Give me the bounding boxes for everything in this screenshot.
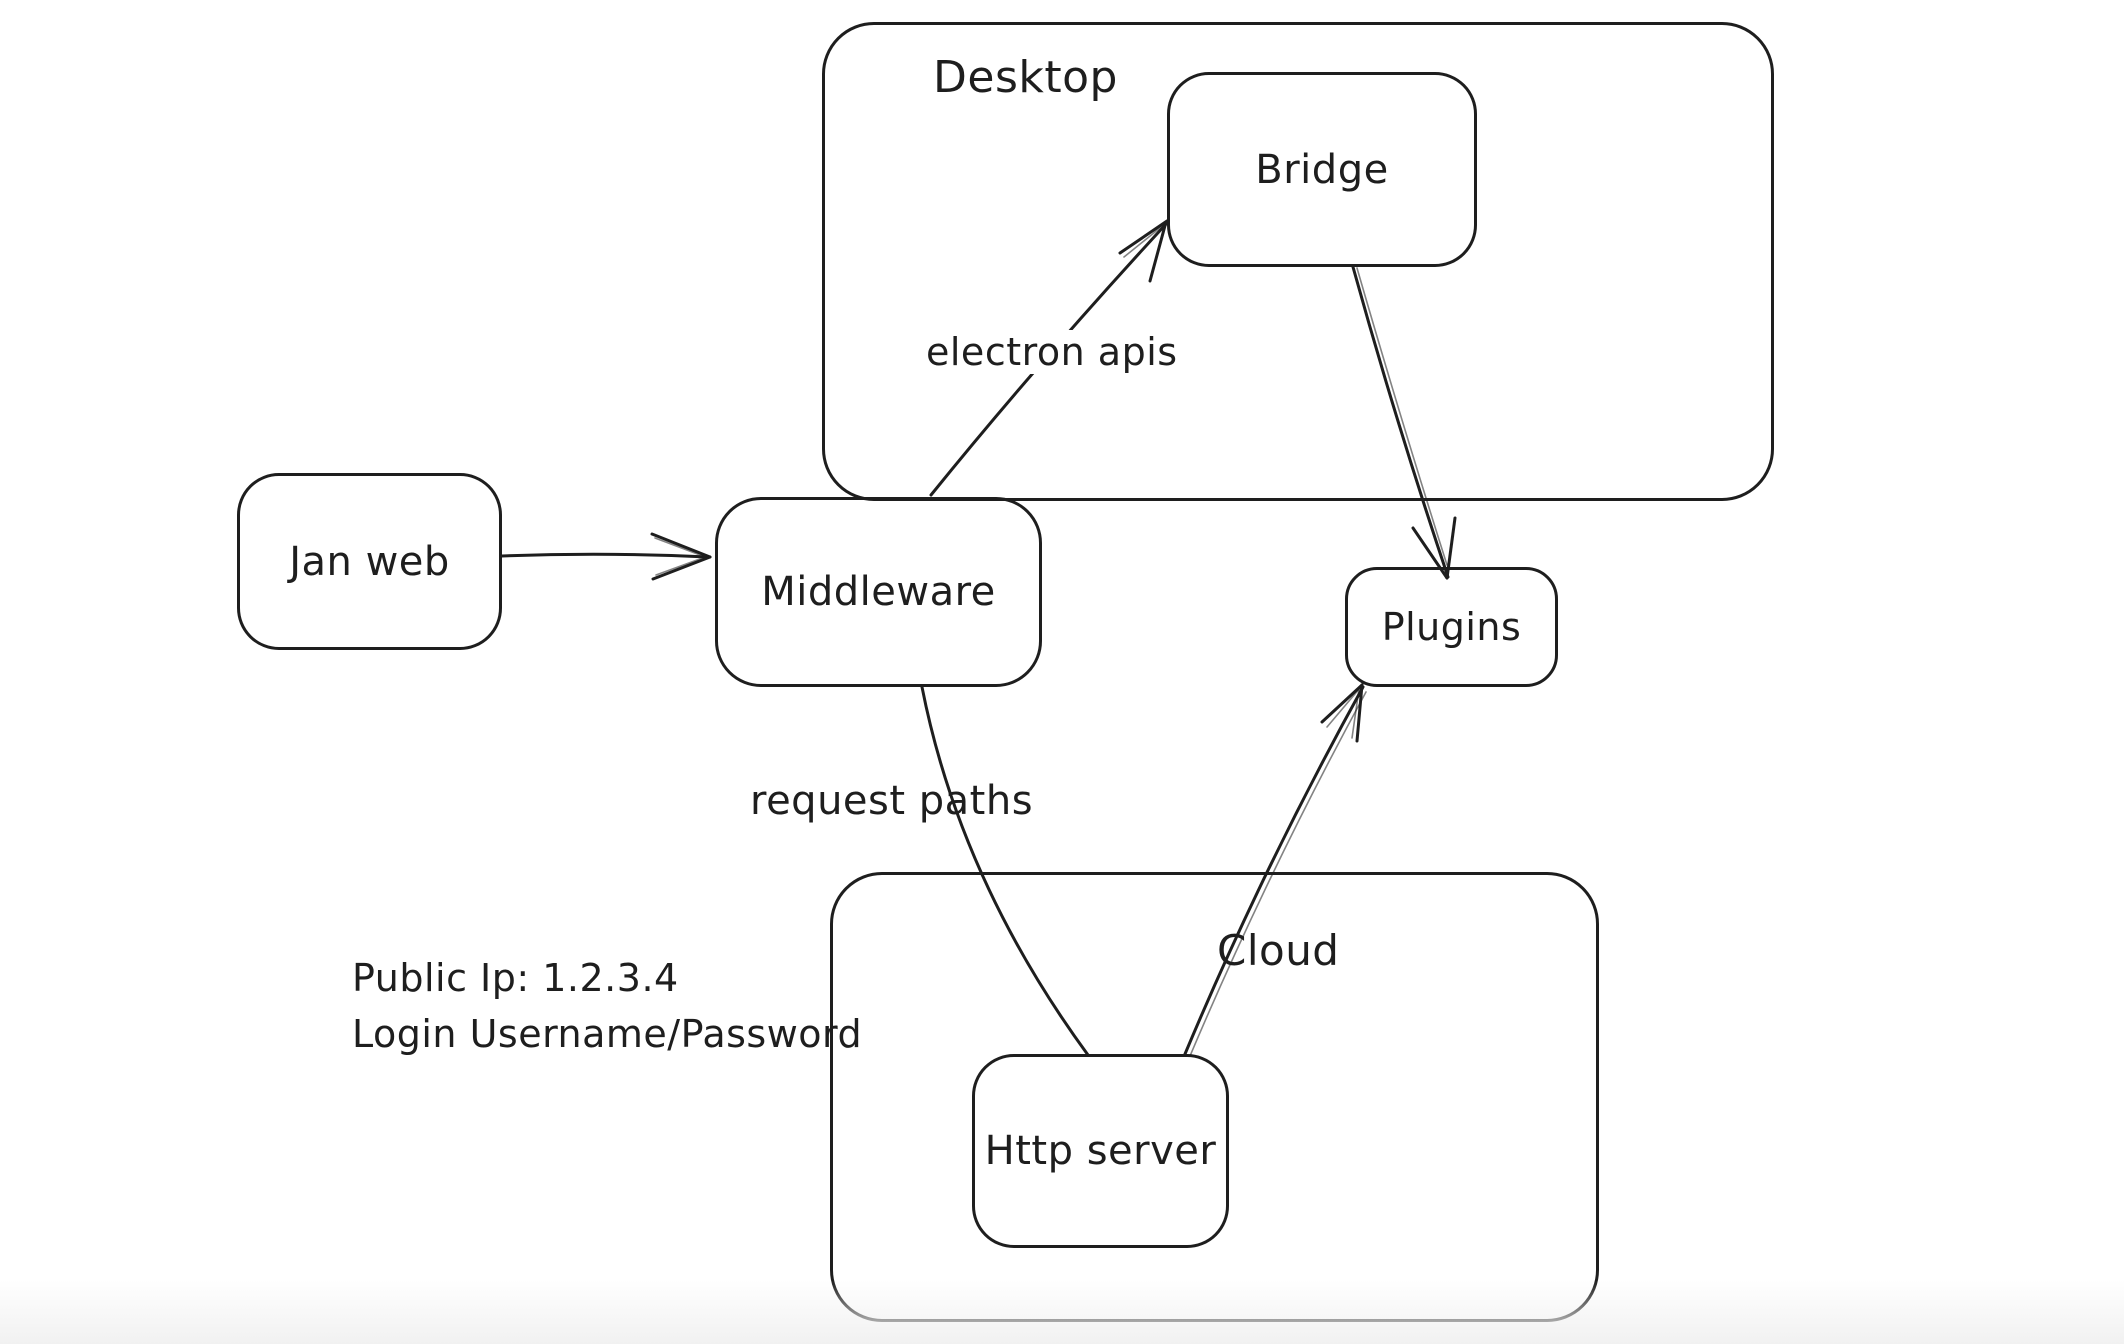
edge-middleware-to-http-server[interactable]: [920, 685, 1090, 1057]
edge-middleware-to-bridge-arrowhead: [1118, 219, 1169, 255]
edge-sketch-stroke: [1189, 691, 1367, 1057]
node-middleware-label: Middleware: [761, 569, 996, 615]
edge-http-server-to-plugins-line: [1183, 685, 1365, 1056]
edge-sketch-stroke: [654, 537, 709, 559]
edge-sketch-stroke: [1351, 688, 1360, 739]
node-http-server[interactable]: Http server: [972, 1054, 1229, 1248]
node-bridge-label: Bridge: [1255, 146, 1389, 193]
node-bridge[interactable]: Bridge: [1167, 72, 1477, 267]
edge-http-server-to-plugins-arrowhead: [1355, 683, 1364, 743]
node-plugins[interactable]: Plugins: [1345, 567, 1558, 687]
edge-jan-web-to-middleware-line: [500, 552, 710, 559]
edge-jan-web-to-middleware-arrowhead: [650, 532, 712, 559]
note-login: Login Username/Password: [352, 1012, 863, 1056]
edge-label-electron-apis[interactable]: electron apis: [922, 330, 1182, 374]
edge-http-server-to-plugins-arrowhead: [1320, 683, 1364, 724]
node-middleware[interactable]: Middleware: [715, 497, 1042, 687]
edge-bridge-to-plugins[interactable]: [1351, 265, 1457, 580]
edge-middleware-to-bridge-arrowhead: [1148, 220, 1168, 283]
container-desktop-label[interactable]: Desktop: [933, 52, 1118, 103]
edge-jan-web-to-middleware-arrowhead: [651, 555, 712, 581]
edge-jan-web-to-middleware[interactable]: [500, 532, 712, 581]
edge-bridge-to-plugins-line: [1351, 265, 1450, 579]
node-jan-web-label: Jan web: [289, 538, 450, 585]
edge-sketch-stroke: [1326, 687, 1361, 728]
edge-label-request-paths[interactable]: request paths: [750, 778, 1034, 824]
container-desktop[interactable]: [822, 22, 1774, 501]
note-public-ip: Public Ip: 1.2.3.4: [352, 956, 679, 1000]
edge-bridge-to-plugins-arrowhead: [1445, 516, 1457, 580]
edge-http-server-to-plugins[interactable]: [1183, 683, 1367, 1057]
node-plugins-label: Plugins: [1381, 605, 1522, 649]
edge-bridge-to-plugins-arrowhead: [1411, 526, 1449, 580]
edge-middleware-to-http-server-line: [920, 685, 1090, 1057]
edge-sketch-stroke: [1123, 223, 1166, 258]
edge-sketch-stroke: [655, 555, 709, 576]
edge-sketch-stroke: [1356, 267, 1448, 566]
node-http-server-label: Http server: [984, 1128, 1217, 1174]
note-credentials[interactable]: Public Ip: 1.2.3.4 Login Username/Passwo…: [352, 950, 862, 1062]
node-jan-web[interactable]: Jan web: [237, 473, 502, 650]
